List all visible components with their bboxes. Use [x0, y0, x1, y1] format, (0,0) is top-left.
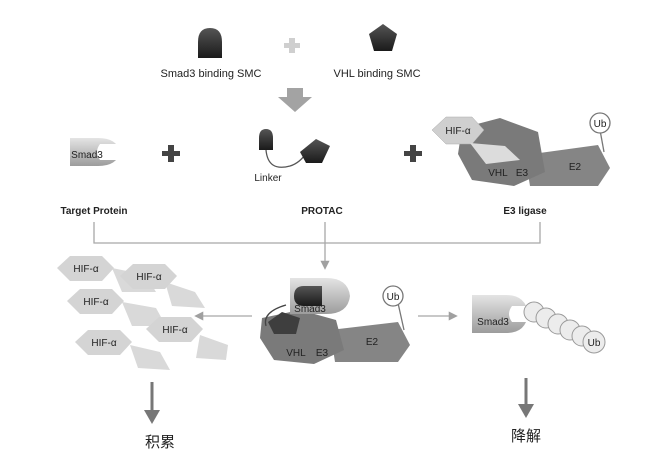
hif-label: HIF-α: [83, 297, 108, 308]
ubiquitinated-smad3: Smad3 Ub: [472, 295, 606, 354]
smad3-label: Smad3: [477, 317, 509, 328]
e2-label: E2: [569, 162, 582, 173]
e3-label: E3: [516, 168, 529, 179]
ub-chain: [523, 301, 606, 354]
ub-label: Ub: [588, 338, 601, 349]
smad3-label: Smad3: [294, 304, 326, 315]
vhl-smc-shape: [369, 24, 397, 51]
hif-label: HIF-α: [162, 325, 187, 336]
e2-label: E2: [366, 337, 379, 348]
hif-label: HIF-α: [136, 272, 161, 283]
e3-ligase-caption: E3 ligase: [503, 206, 547, 217]
e3-label: E3: [316, 348, 329, 359]
smad3-protein: Smad3: [70, 138, 121, 166]
accumulate-label: 积累: [145, 433, 175, 451]
plus-icon: [284, 38, 300, 53]
down-arrow-icon: [144, 382, 160, 424]
protac-caption: PROTAC: [301, 206, 342, 217]
e2-shape: [330, 322, 410, 362]
hif-label: HIF-α: [91, 338, 116, 349]
down-arrow-icon: [278, 88, 312, 112]
down-arrow-icon: [518, 378, 534, 418]
ternary-complex: E2 VHL E3 Smad3 Ub: [260, 278, 410, 364]
hif-label: HIF-α: [445, 126, 470, 137]
linker-label: Linker: [254, 173, 282, 184]
vhl-label: VHL: [488, 168, 508, 179]
smad3-smc-shape: [294, 286, 322, 306]
hif-label: HIF-α: [73, 264, 98, 275]
e2-shape: [525, 145, 610, 186]
vhl-smc-shape: [268, 312, 300, 334]
smad3-smc-shape: [198, 28, 222, 58]
smad3-smc-label: Smad3 binding SMC: [161, 68, 262, 80]
protac-molecule: Linker: [254, 129, 330, 184]
vhl-smc-label: VHL binding SMC: [333, 68, 420, 80]
hif-alpha-shape: [431, 116, 485, 145]
ub-label: Ub: [594, 119, 607, 130]
e3-ligase-complex: E2 VHL E3 HIF-α Ub: [431, 112, 611, 186]
plus-icon: [404, 145, 422, 162]
target-protein-caption: Target Protein: [60, 206, 127, 217]
accumulated-hif-cluster: HIF-α HIF-α HIF-α HIF-α HIF-α: [57, 256, 228, 370]
linker-line: [264, 304, 287, 327]
plus-icon: [162, 145, 180, 162]
degrade-label: 降解: [511, 427, 541, 445]
smad3-label: Smad3: [71, 150, 103, 161]
ub-circle: [589, 112, 611, 134]
converging-lines: [93, 222, 541, 270]
ub-circle: [382, 285, 404, 307]
ub-label: Ub: [387, 292, 400, 303]
vhl-label: VHL: [286, 348, 306, 359]
